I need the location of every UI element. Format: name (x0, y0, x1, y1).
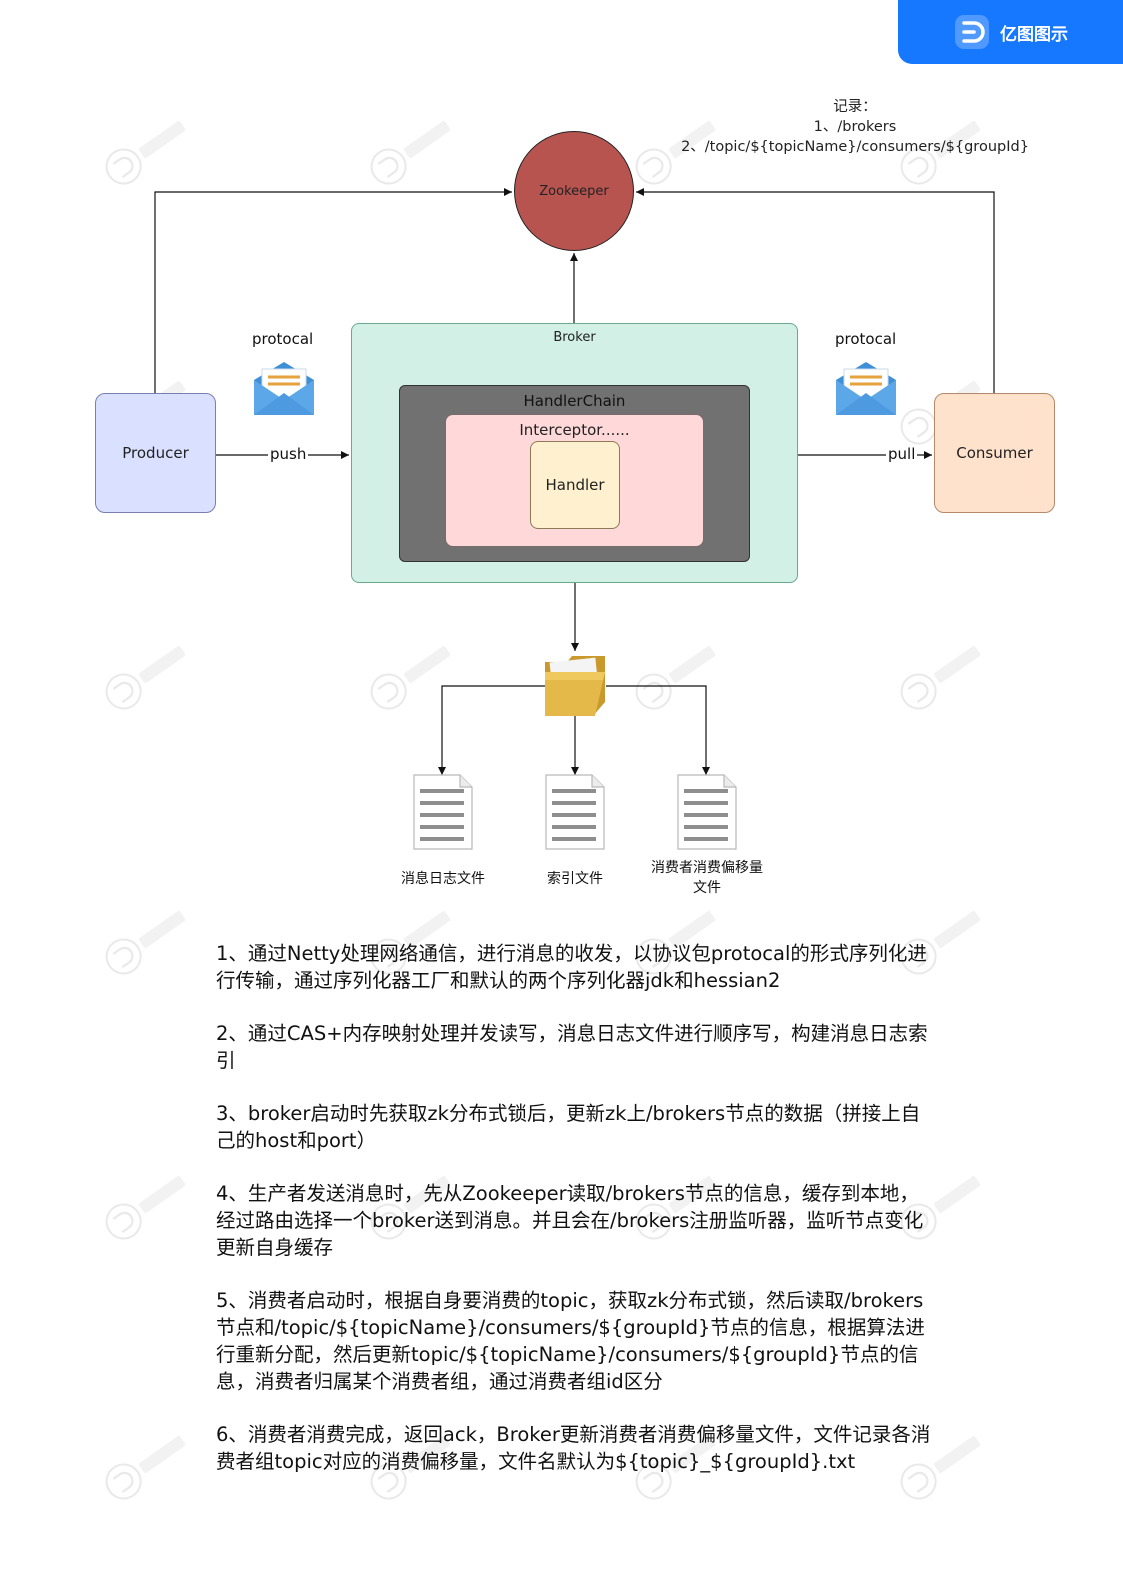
note-paragraph-5: 5、消费者启动时，根据自身要消费的topic，获取zk分布式锁，然后读取/bro… (216, 1289, 925, 1393)
edge-consumer-zookeeper (636, 188, 995, 393)
producer-node: Producer (95, 393, 216, 513)
edge-folder-file-offset (606, 685, 710, 775)
envelope-icon (836, 362, 896, 415)
notes-section: 1、通过Netty处理网络通信，进行消息的收发，以协议包protocal的形式序… (216, 940, 936, 1501)
file-label-consumer-offset: 消费者消费偏移量文件 (651, 860, 763, 896)
handler-chain-label: HandlerChain (523, 392, 626, 410)
document-icon (545, 774, 605, 850)
note-paragraph-4: 4、生产者发送消息时，先从Zookeeper读取/brokers节点的信息，缓存… (216, 1182, 924, 1259)
consumer-node: Consumer (934, 393, 1055, 513)
note-paragraph-1: 1、通过Netty处理网络通信，进行消息的收发，以协议包protocal的形式序… (216, 942, 927, 992)
folder-icon (545, 656, 605, 716)
document-icon (413, 774, 473, 850)
pull-label: pull (886, 445, 918, 463)
note-paragraph-2: 2、通过CAS+内存映射处理并发读写，消息日志文件进行顺序写，构建消息日志索引 (216, 1022, 928, 1072)
edge-folder-file-log (438, 685, 545, 775)
protocol-label-right: protocal (835, 330, 897, 348)
zookeeper-label: Zookeeper (539, 183, 609, 199)
brand-badge: 亿图图示 (898, 0, 1123, 64)
envelope-icon (254, 362, 314, 415)
file-label-index: 索引文件 (547, 871, 603, 887)
broker-label: Broker (553, 330, 596, 345)
zk-note-line-2: 2、/topic/${topicName}/consumers/${groupI… (681, 139, 1029, 155)
file-label-message-log: 消息日志文件 (401, 871, 485, 887)
note-paragraph-3: 3、broker启动时先获取zk分布式锁后，更新zk上/brokers节点的数据… (216, 1102, 921, 1152)
zookeeper-node: Zookeeper (514, 131, 634, 251)
push-label: push (268, 445, 309, 463)
handler-label: Handler (545, 476, 605, 494)
protocol-label-left: protocal (252, 330, 314, 348)
consumer-label: Consumer (956, 444, 1033, 462)
brand-name: 亿图图示 (1000, 24, 1068, 45)
zk-note-line-1: 1、/brokers (813, 119, 897, 135)
brand-logo-icon (955, 15, 989, 49)
interceptor-label: Interceptor...... (519, 421, 630, 439)
document-icon (677, 774, 737, 850)
producer-label: Producer (122, 444, 189, 462)
edge-producer-zookeeper (154, 188, 512, 393)
handler-node: Handler (530, 441, 620, 529)
zk-note-title: 记录： (833, 99, 877, 115)
zookeeper-record-note: 记录： 1、/brokers 2、/topic/${topicName}/con… (660, 97, 1050, 157)
note-paragraph-6: 6、消费者消费完成，返回ack，Broker更新消费者消费偏移量文件，文件记录各… (216, 1423, 931, 1473)
